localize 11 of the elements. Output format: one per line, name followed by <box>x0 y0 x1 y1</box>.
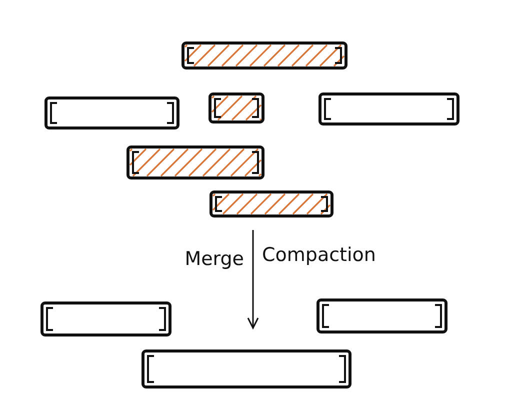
hatched-bar <box>181 41 348 70</box>
process-label: Compaction <box>262 246 376 265</box>
process-label: Merge <box>184 250 244 269</box>
bar <box>40 301 172 337</box>
bar <box>318 92 460 126</box>
hatched-bar <box>126 145 265 180</box>
bar <box>316 298 448 334</box>
bar <box>141 349 352 389</box>
bar <box>44 96 180 130</box>
hatched-bar <box>209 190 334 218</box>
hatched-bar <box>208 92 265 124</box>
